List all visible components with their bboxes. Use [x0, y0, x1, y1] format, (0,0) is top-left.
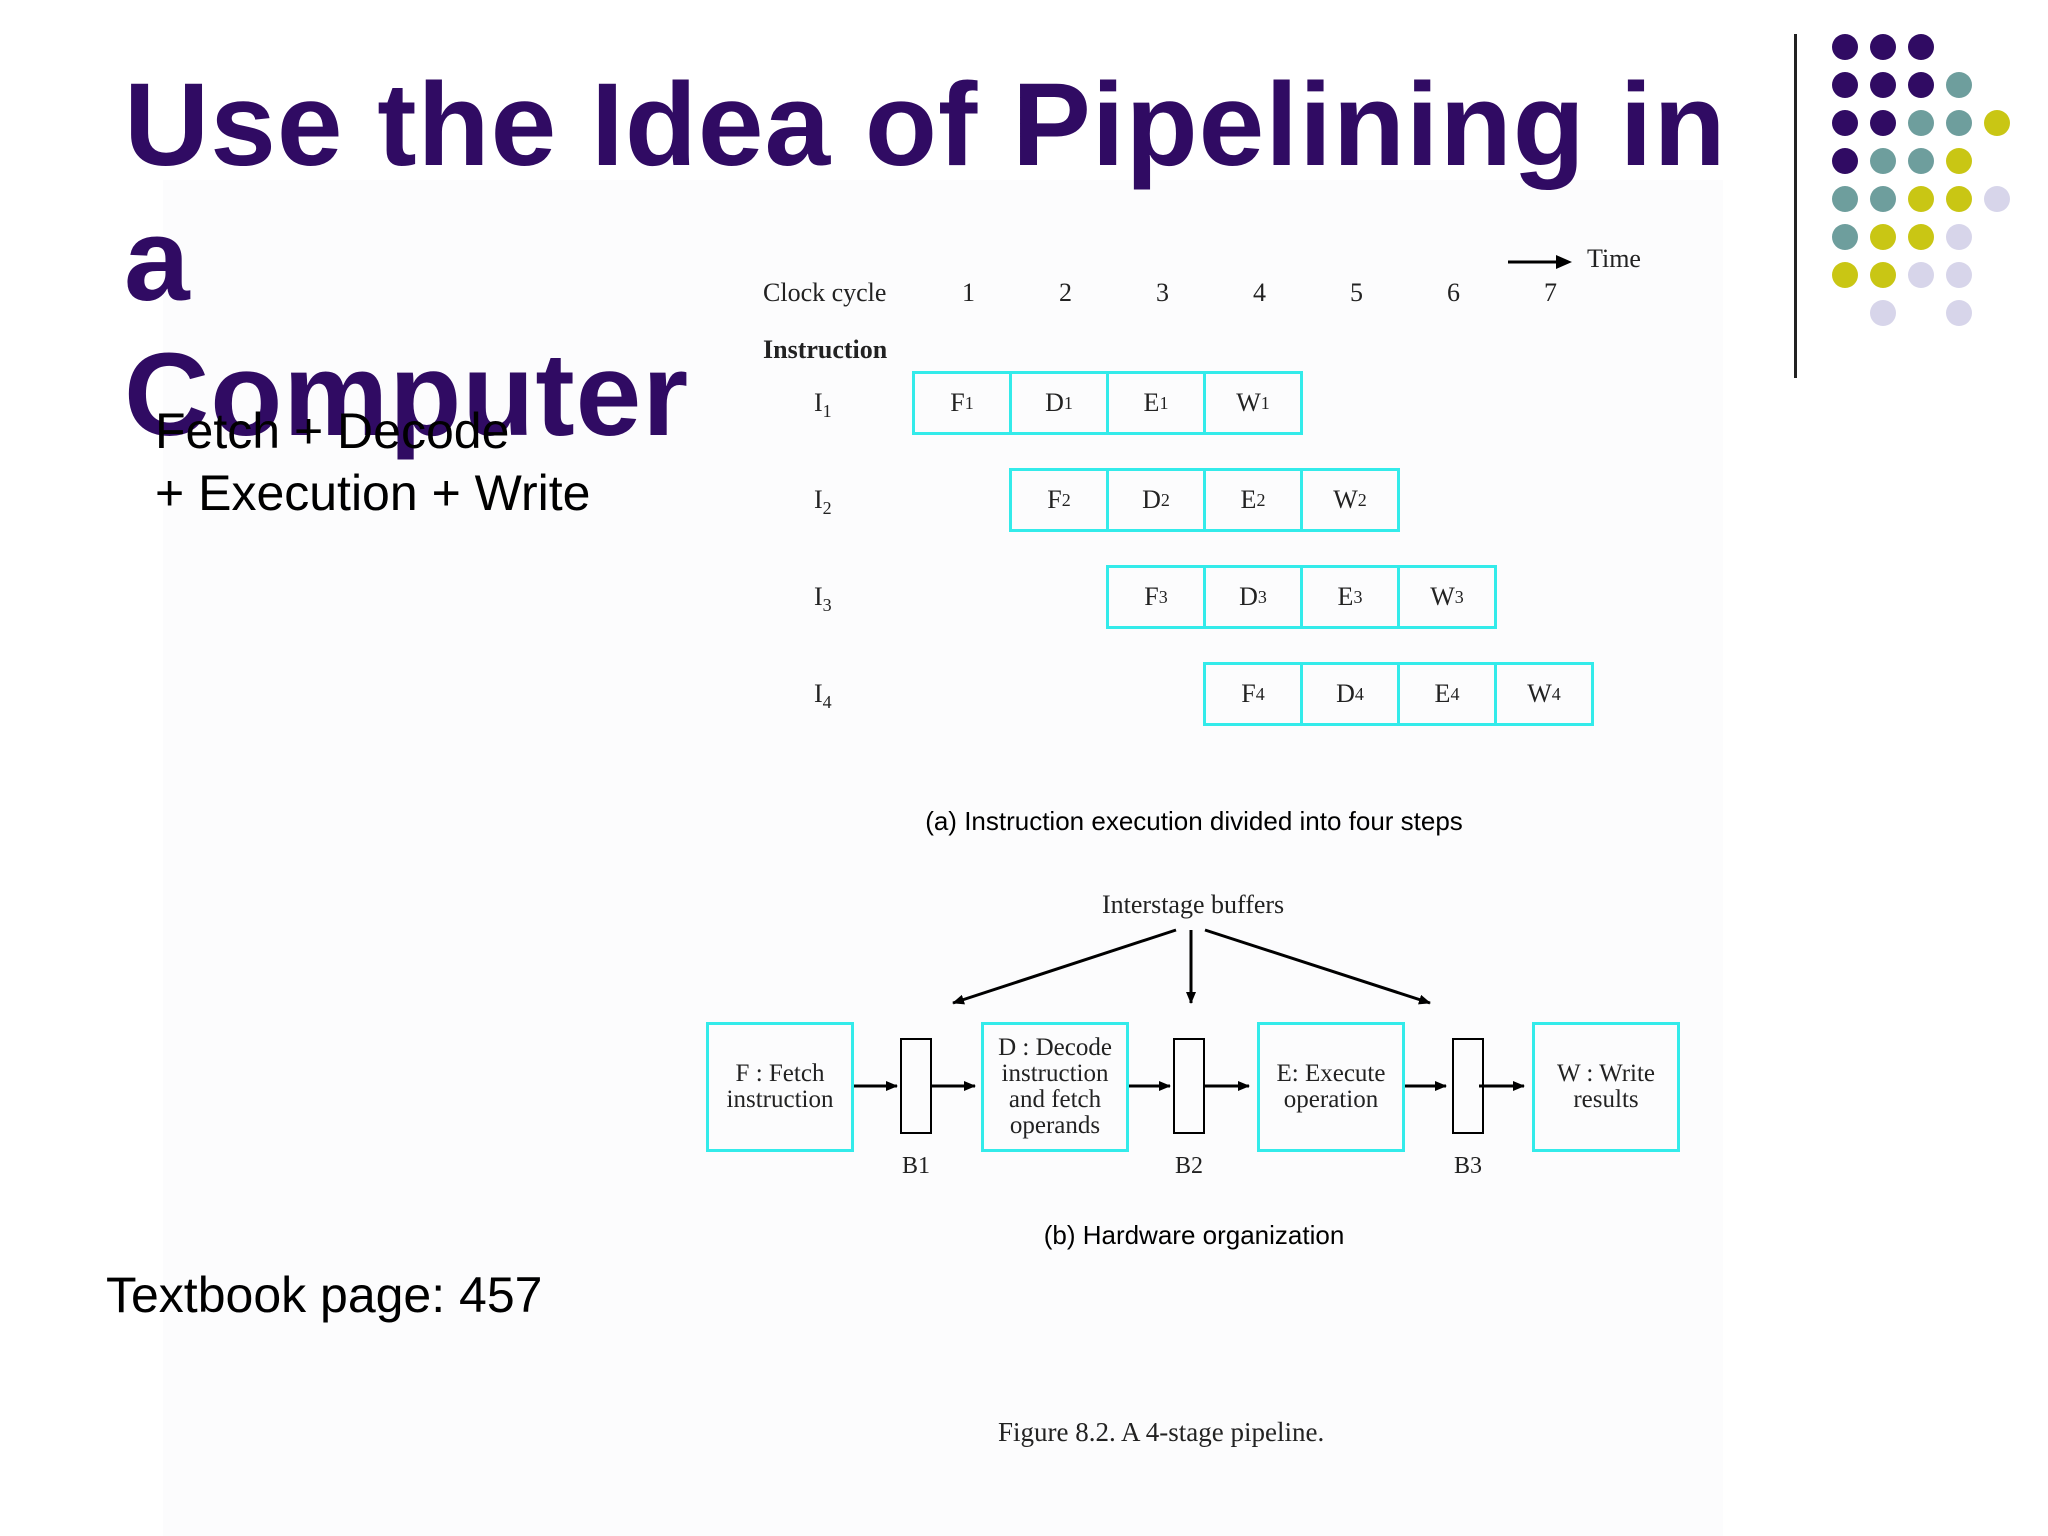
time-label: Time	[1587, 244, 1641, 273]
decorative-dot	[1870, 300, 1896, 326]
stage-text-line: F : Fetch	[735, 1060, 825, 1087]
decorative-dot	[1946, 300, 1972, 326]
decorative-dot	[1984, 110, 2010, 136]
decorative-dot	[1832, 72, 1858, 98]
stage-text-line: E: Execute	[1276, 1060, 1386, 1087]
decorative-dot	[1946, 110, 1972, 136]
slide-title: Use the Idea of Pipelining in a Computer	[124, 58, 1764, 463]
figure-caption: Figure 8.2. A 4-stage pipeline.	[998, 1417, 1325, 1447]
decorative-dot	[1908, 110, 1934, 136]
instruction-label: I4	[814, 679, 832, 713]
decorative-dot	[1870, 72, 1896, 98]
decorative-dot	[1832, 262, 1858, 288]
interstage-buffers-label: Interstage buffers	[1102, 890, 1285, 919]
bullet-line-2: + Execution + Write	[155, 465, 591, 521]
decorative-dot	[1908, 34, 1934, 60]
figure-background	[163, 180, 1723, 1536]
decorative-dot	[1832, 186, 1858, 212]
stage-text-line: instruction	[726, 1086, 834, 1113]
decorative-dot	[1908, 224, 1934, 250]
clock-cycle-number: 3	[1156, 278, 1169, 307]
title-line-1: Use the Idea of Pipelining in a	[124, 59, 1727, 326]
interstage-buffer	[1452, 1038, 1484, 1134]
decorative-dot	[1870, 186, 1896, 212]
textbook-reference: Textbook page: 457	[106, 1267, 543, 1323]
clock-cycle-number: 5	[1350, 278, 1363, 307]
bullet-line-1: Fetch + Decode	[155, 403, 510, 459]
clock-cycle-number: 4	[1253, 278, 1266, 307]
stage-text-line: instruction	[1001, 1060, 1109, 1087]
decorative-dot	[1832, 224, 1858, 250]
decorative-dot	[1870, 224, 1896, 250]
clock-cycle-number: 2	[1059, 278, 1072, 307]
decorative-dot	[1946, 224, 1972, 250]
decorative-dot	[1832, 34, 1858, 60]
decorative-dot	[1946, 186, 1972, 212]
slide-bullet: Fetch + Decode + Execution + Write	[155, 400, 590, 524]
instruction-label: I2	[814, 485, 832, 519]
decorative-dot	[1908, 262, 1934, 288]
decorative-dot	[1908, 186, 1934, 212]
diagram-a-caption: (a) Instruction execution divided into f…	[925, 806, 1463, 836]
clock-cycle-number: 7	[1544, 278, 1557, 307]
decorative-divider	[1794, 34, 1797, 378]
decorative-dot	[1870, 148, 1896, 174]
buffer-label: B3	[1453, 1153, 1483, 1179]
stage-text-line: W : Write	[1556, 1060, 1656, 1087]
decorative-dot	[1984, 186, 2010, 212]
diagram-b-caption: (b) Hardware organization	[1043, 1220, 1345, 1250]
decorative-dot	[1870, 34, 1896, 60]
decorative-dot	[1870, 262, 1896, 288]
decorative-dot	[1908, 148, 1934, 174]
stage-text-line: operands	[1009, 1112, 1101, 1139]
interstage-buffer	[900, 1038, 932, 1134]
clock-cycle-number: 1	[962, 278, 975, 307]
stage-text-line: D : Decode	[998, 1034, 1112, 1061]
decorative-dot	[1946, 148, 1972, 174]
interstage-buffer	[1173, 1038, 1205, 1134]
decorative-dot	[1870, 110, 1896, 136]
stage-text-line: results	[1573, 1086, 1639, 1113]
instruction-label: I1	[814, 388, 832, 422]
decorative-dot	[1832, 110, 1858, 136]
buffer-label: B2	[1174, 1153, 1204, 1179]
decorative-dot	[1946, 262, 1972, 288]
title-line-2: Computer	[124, 329, 690, 461]
stage-text-line: and fetch	[1008, 1086, 1102, 1113]
decorative-dot	[1908, 72, 1934, 98]
clock-cycle-label: Clock cycle	[763, 278, 887, 307]
decorative-dot	[1946, 72, 1972, 98]
stage-text-line: operation	[1283, 1086, 1379, 1113]
clock-cycle-number: 6	[1447, 278, 1460, 307]
instruction-label: I3	[814, 582, 832, 616]
instruction-header: Instruction	[763, 335, 888, 364]
buffer-label: B1	[901, 1153, 931, 1179]
decorative-dot	[1832, 148, 1858, 174]
